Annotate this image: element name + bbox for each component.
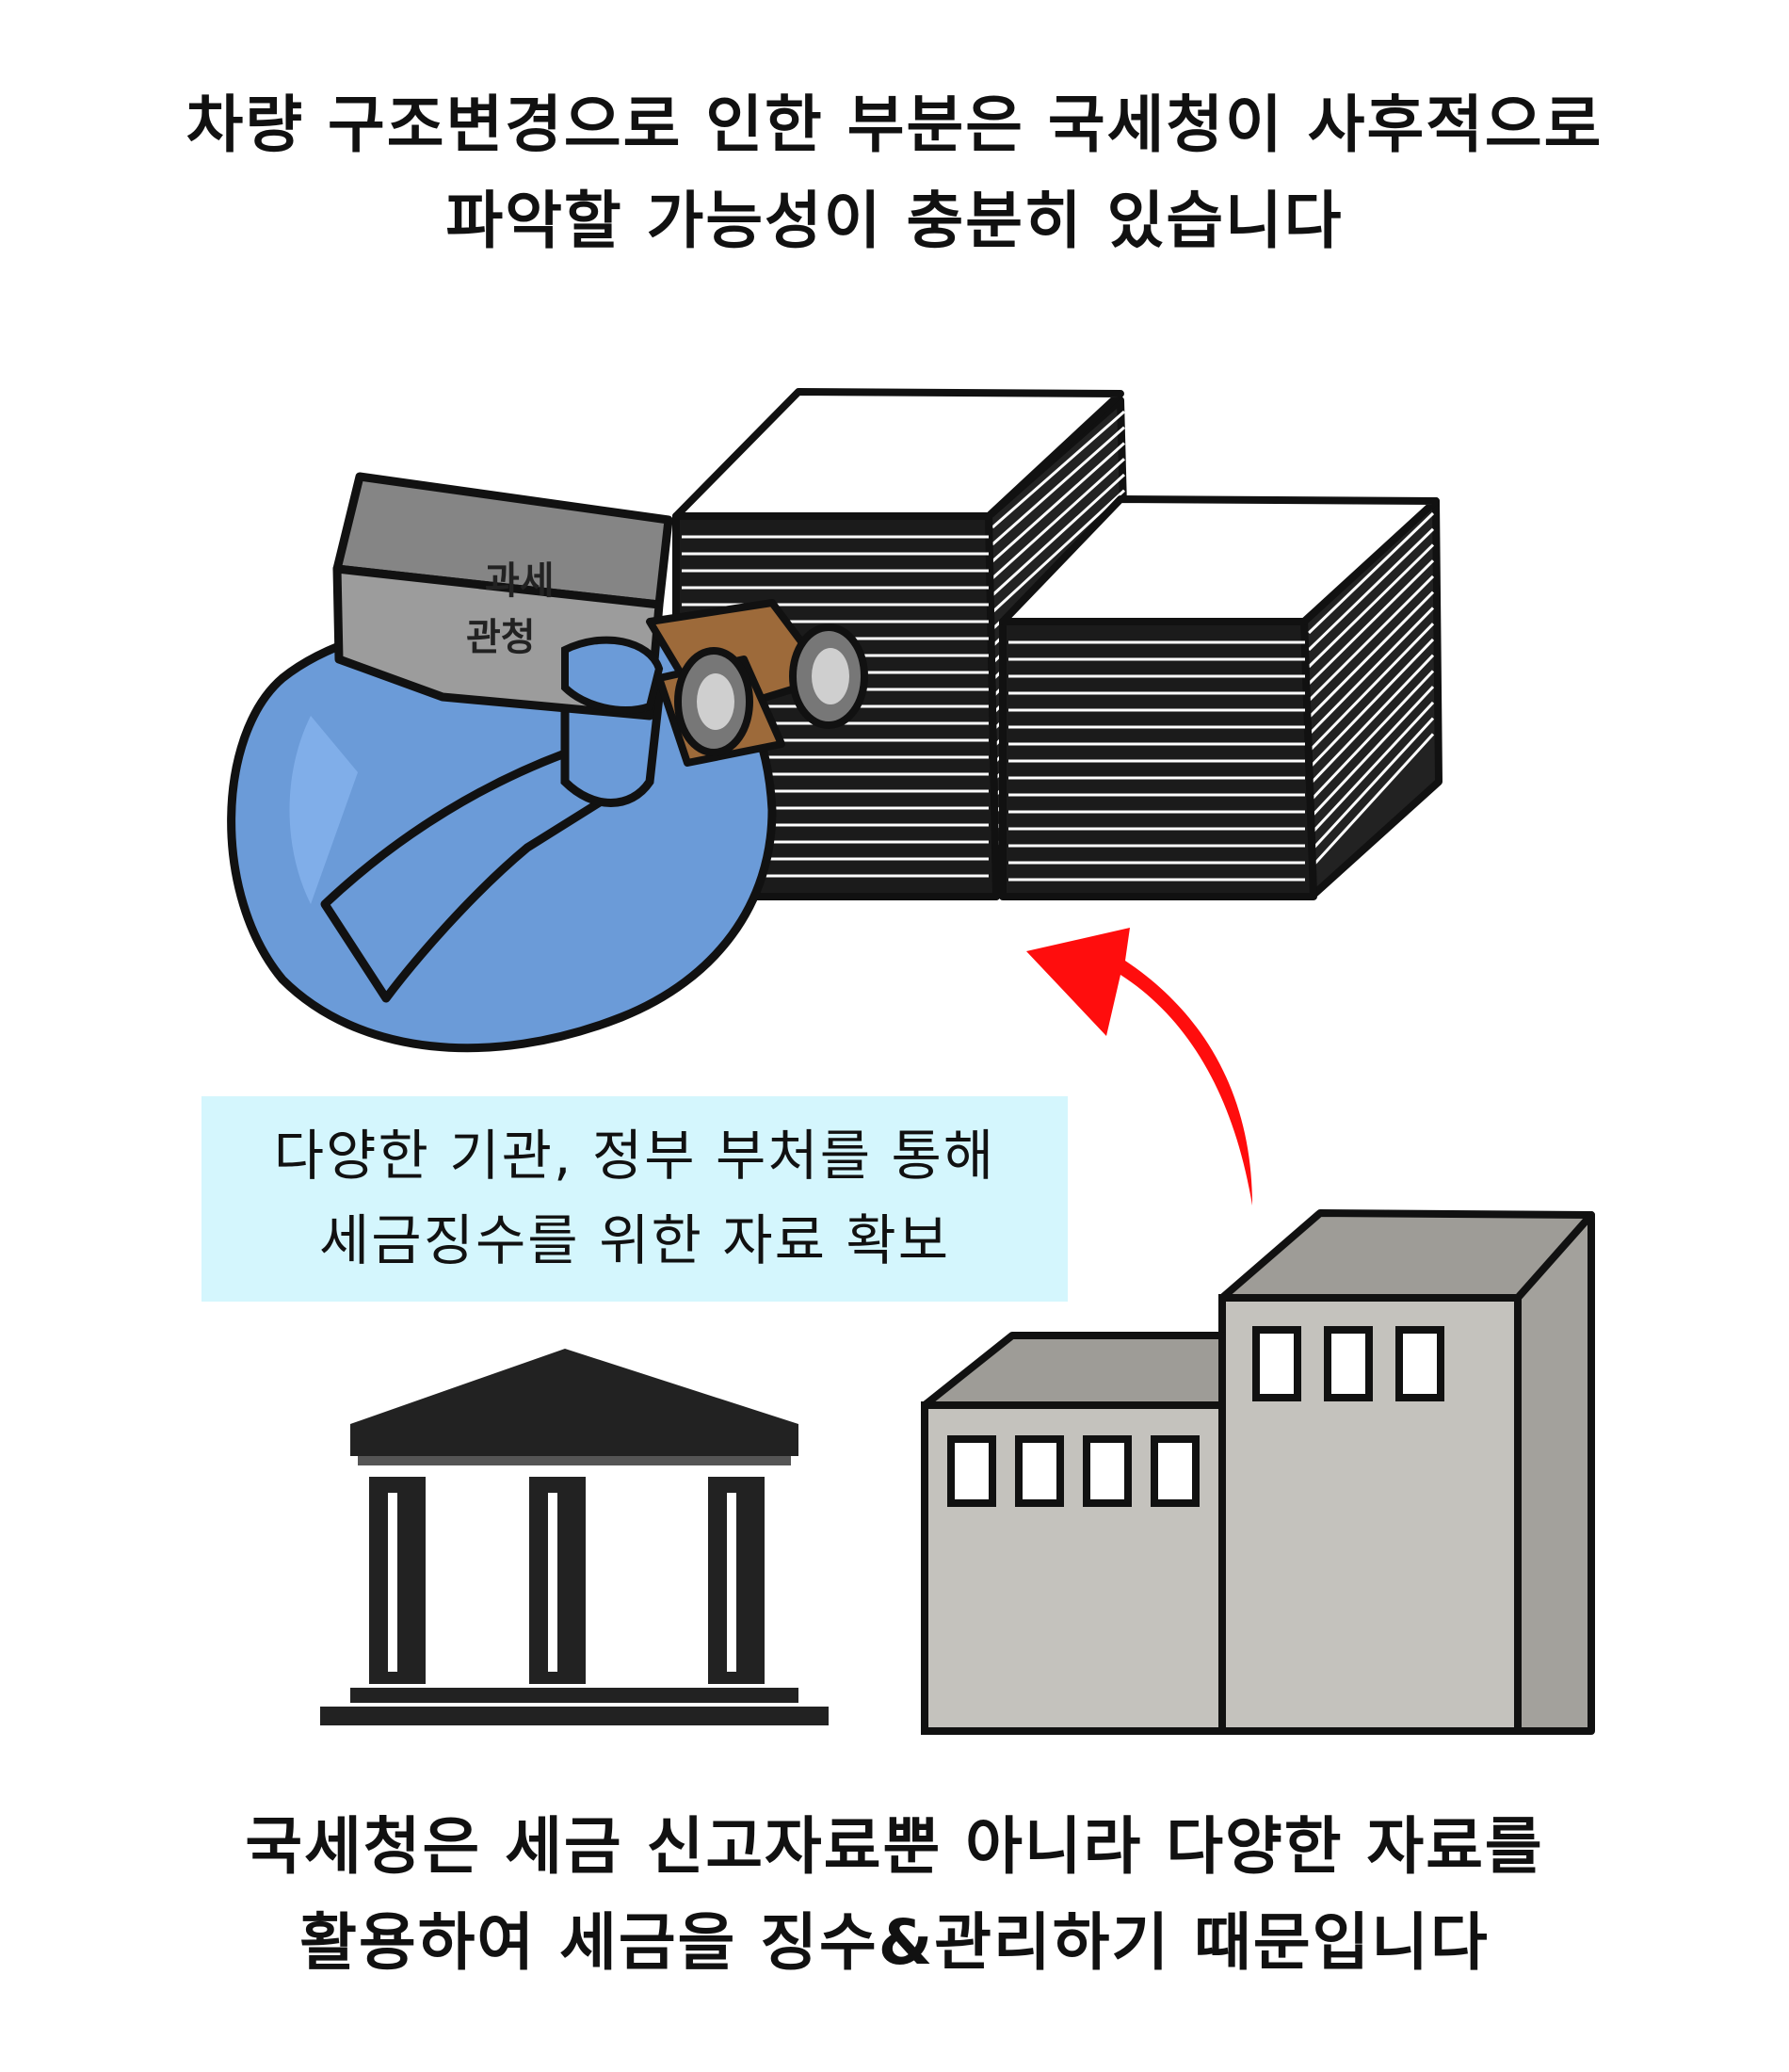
office-building-icon — [921, 1209, 1595, 1735]
bottom-caption-line-1: 국세청은 세금 신고자료뿐 아니라 다양한 자료를 — [245, 1810, 1544, 1883]
document-stack-short — [999, 495, 1442, 900]
top-caption-line-1: 차량 구조변경으로 인한 부분은 국세청이 사후적으로 — [185, 89, 1604, 161]
red-arrow-icon — [1026, 928, 1252, 1206]
box-label-line-1: 과세 — [485, 559, 555, 603]
info-box-line-1: 다양한 기관, 정부 부처를 통해 — [273, 1124, 996, 1189]
info-box: 다양한 기관, 정부 부처를 통해 세금징수를 위한 자료 확보 — [201, 1096, 1068, 1302]
person-with-box-head: 과세 관청 — [227, 472, 777, 1053]
top-caption-line-2: 파악할 가능성이 충분히 있습니다 — [445, 185, 1344, 258]
box-label-line-2: 관청 — [466, 616, 536, 659]
bottom-caption: 국세청은 세금 신고자료뿐 아니라 다양한 자료를 활용하여 세금을 징수&관리… — [0, 1799, 1789, 1992]
bottom-caption-line-2: 활용하여 세금을 징수&관리하기 때문입니다 — [299, 1906, 1490, 1980]
top-caption: 차량 구조변경으로 인한 부분은 국세청이 사후적으로 파악할 가능성이 충분히… — [0, 77, 1789, 270]
binoculars-icon — [646, 599, 868, 767]
government-building-icon — [320, 1349, 829, 1725]
info-box-line-2: 세금징수를 위한 자료 확보 — [318, 1208, 951, 1272]
